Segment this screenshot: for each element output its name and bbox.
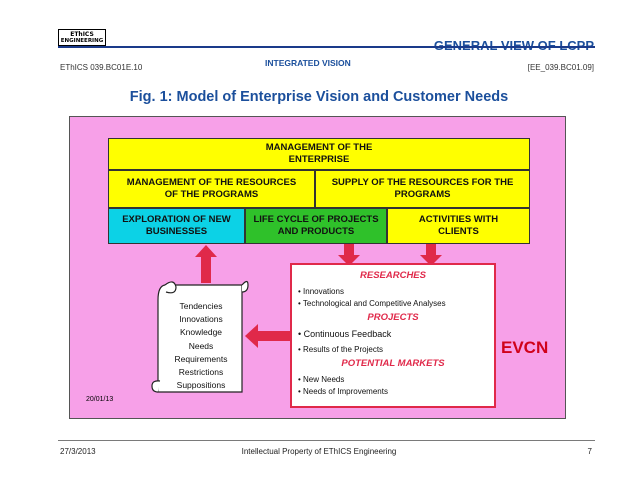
header-divider	[58, 46, 595, 48]
arrow-up-icon	[195, 245, 217, 283]
slide-title: GENERAL VIEW OF LCPP	[434, 38, 594, 53]
needs-notes-box: RESEARCHES • Innovations • Technological…	[290, 263, 496, 408]
arrow-left-icon	[245, 324, 290, 348]
researches-item: • Technological and Competitive Analyses	[298, 299, 446, 308]
company-logo: EThICS ENGINEERING	[58, 29, 106, 46]
researches-heading: RESEARCHES	[360, 270, 426, 281]
scroll-item: Suppositions	[176, 380, 226, 391]
resources-management-label: MANAGEMENT OF THE RESOURCES OF THE PROGR…	[126, 177, 297, 200]
arrow-down-icon	[420, 244, 442, 266]
footer-divider	[58, 440, 595, 441]
logo-line1: EThICS	[70, 31, 94, 38]
slide-subtitle: INTEGRATED VISION	[265, 58, 351, 68]
scroll-item: Requirements	[174, 353, 228, 364]
doc-code-left: EThICS 039.BC01E.10	[60, 63, 143, 72]
arrow-down-icon	[338, 244, 360, 266]
scroll-item: Knowledge	[179, 327, 223, 338]
doc-code-right: [EE_039.BC01.09]	[527, 63, 594, 72]
management-box: MANAGEMENT OF THE ENTERPRISE	[108, 138, 530, 170]
resources-management-box: MANAGEMENT OF THE RESOURCES OF THE PROGR…	[108, 170, 315, 208]
page-number: 7	[587, 447, 592, 456]
panel-date: 20/01/13	[86, 396, 114, 403]
markets-item: • New Needs	[298, 375, 345, 384]
researches-item: • Innovations	[298, 287, 344, 296]
exploration-box: EXPLORATION OF NEW BUSINESSES	[108, 208, 245, 244]
footer-copyright: Intellectual Property of EThICS Engineer…	[241, 447, 397, 456]
activities-box: ACTIVITIES WITH CLIENTS	[387, 208, 530, 244]
footer-date: 27/3/2013	[60, 447, 96, 456]
projects-item: • Continuous Feedback	[298, 329, 392, 339]
figure-title: Fig. 1: Model of Enterprise Vision and C…	[129, 89, 509, 105]
exploration-label: EXPLORATION OF NEW BUSINESSES	[122, 214, 231, 237]
scroll-list: Tendencies Innovations Knowledge Needs R…	[165, 300, 237, 392]
scroll-item: Needs	[188, 340, 214, 351]
projects-heading: PROJECTS	[367, 312, 419, 323]
scroll-item: Restrictions	[178, 367, 224, 378]
projects-item: • Results of the Projects	[298, 345, 384, 354]
logo-line2: ENGINEERING	[60, 38, 104, 44]
supply-label: SUPPLY OF THE RESOURCES FOR THE PROGRAMS	[331, 177, 514, 200]
markets-heading: POTENTIAL MARKETS	[341, 358, 445, 369]
scroll-item: Tendencies	[179, 301, 223, 311]
lifecycle-box: LIFE CYCLE OF PROJECTS AND PRODUCTS	[245, 208, 387, 244]
scroll-item: Innovations	[179, 314, 223, 325]
management-label: MANAGEMENT OF THE ENTERPRISE	[265, 142, 373, 165]
lifecycle-label: LIFE CYCLE OF PROJECTS AND PRODUCTS	[253, 214, 379, 237]
supply-box: SUPPLY OF THE RESOURCES FOR THE PROGRAMS	[315, 170, 530, 208]
markets-item: • Needs of Improvements	[298, 387, 388, 396]
scroll-icon	[151, 280, 249, 393]
activities-label: ACTIVITIES WITH CLIENTS	[418, 214, 499, 237]
evcn-label: EVCN	[501, 338, 549, 357]
